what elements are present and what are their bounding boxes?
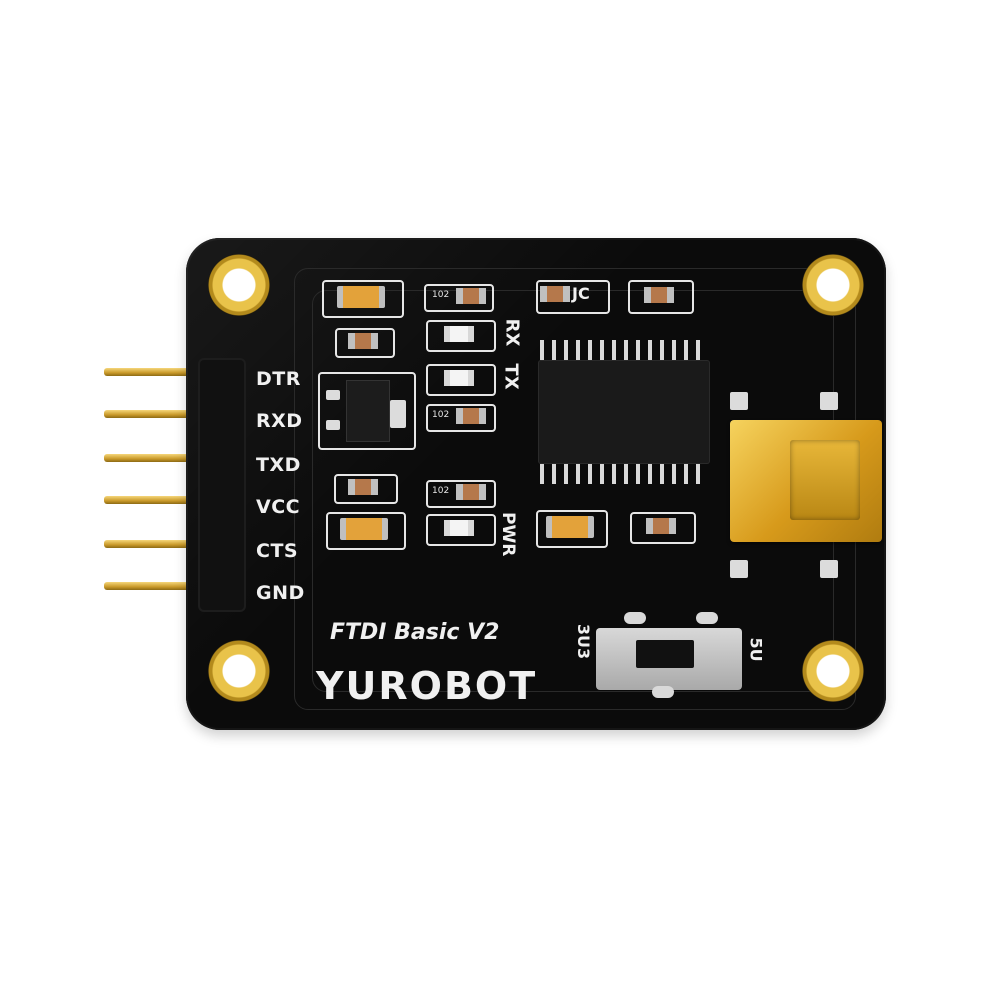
voltage-regulator (346, 380, 390, 442)
mounting-hole-icon (802, 640, 864, 702)
ftdi-chip (538, 360, 710, 464)
pwr-led (444, 520, 474, 536)
header-pin-vcc (104, 496, 222, 504)
resistor-code: 102 (432, 410, 450, 420)
mounting-hole-icon (208, 254, 270, 316)
board-model: FTDI Basic V2 (330, 620, 500, 645)
tantalum-capacitor (340, 518, 388, 540)
mounting-hole-icon (208, 640, 270, 702)
pin-label-cts: CTS (256, 540, 299, 562)
mounting-hole-icon (802, 254, 864, 316)
brand-logo: YUROBOT (316, 664, 538, 708)
smd-capacitor (348, 479, 378, 495)
smd-resistor (456, 484, 486, 500)
header-pin-txd (104, 454, 222, 462)
switch-label-5v: 5U (746, 637, 766, 662)
jumper-label: JC (572, 284, 590, 303)
tantalum-capacitor (337, 286, 385, 308)
rx-led (444, 326, 474, 342)
pin-header (200, 360, 244, 610)
smd-resistor (456, 288, 486, 304)
smd-resistor (456, 408, 486, 424)
header-pin-rxd (104, 410, 222, 418)
smd-capacitor (646, 518, 676, 534)
switch-knob (636, 640, 694, 668)
smd-capacitor (644, 287, 674, 303)
pin-label-rxd: RXD (256, 410, 303, 432)
pin-label-dtr: DTR (256, 368, 301, 390)
resistor-code: 102 (432, 290, 450, 300)
pin-label-txd: TXD (256, 454, 301, 476)
switch-label-3v3: 3U3 (574, 623, 594, 660)
tx-led (444, 370, 474, 386)
header-pin-cts (104, 540, 222, 548)
smd-capacitor (348, 333, 378, 349)
jumper-pad (540, 286, 570, 302)
rx-label: RX (501, 318, 523, 347)
header-pin-gnd (104, 582, 222, 590)
pin-label-vcc: VCC (256, 496, 301, 518)
header-pin-dtr (104, 368, 222, 376)
tantalum-capacitor (546, 516, 594, 538)
pin-label-gnd: GND (256, 582, 305, 604)
pwr-label: PWR (498, 512, 518, 557)
tx-label: TX (500, 363, 522, 390)
resistor-code: 102 (432, 486, 450, 496)
